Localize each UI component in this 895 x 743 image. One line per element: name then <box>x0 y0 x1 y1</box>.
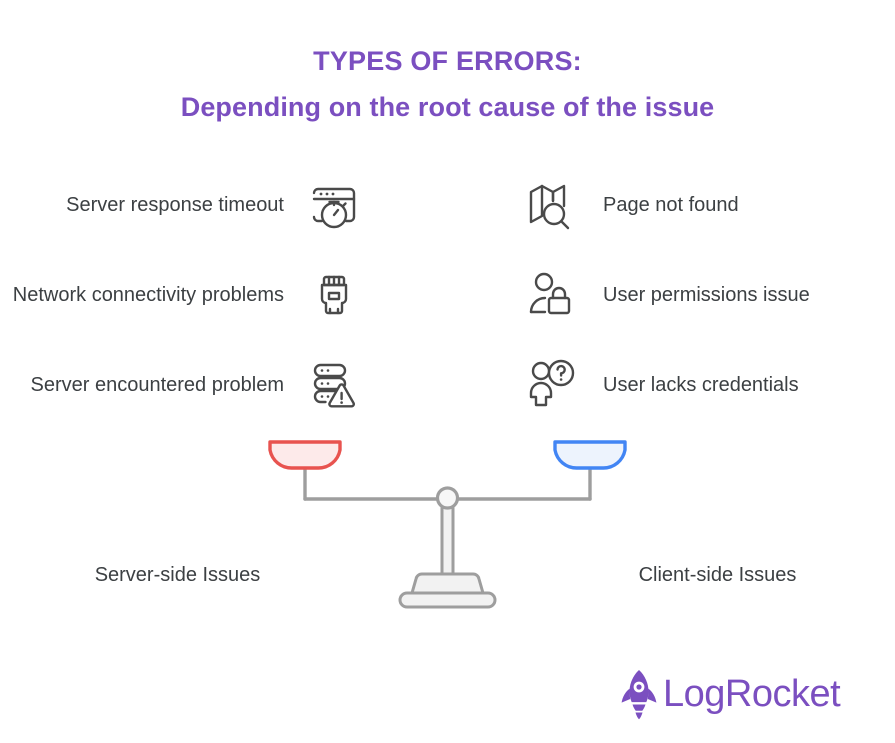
item-label: Network connectivity problems <box>12 283 284 306</box>
server-side-pan <box>268 440 342 470</box>
user-question-icon <box>515 349 587 421</box>
item-label: Server encountered problem <box>30 373 284 396</box>
map-search-icon <box>515 169 587 241</box>
logrocket-logo: LogRocket <box>617 668 841 720</box>
list-item-user-lacks-credentials: User lacks credentials <box>515 340 885 430</box>
browser-stopwatch-icon <box>298 169 370 241</box>
list-item-network-connectivity-problems: Network connectivity problems <box>10 250 370 340</box>
list-item-server-encountered-problem: Server encountered problem <box>10 340 370 430</box>
ethernet-plug-icon <box>298 259 370 331</box>
list-item-user-permissions-issue: User permissions issue <box>515 250 885 340</box>
logo-wordmark: LogRocket <box>663 673 841 715</box>
scale-foot <box>398 591 497 609</box>
scale-pivot <box>435 486 460 510</box>
title-line-1: TYPES OF ERRORS: <box>313 46 582 76</box>
page-title: TYPES OF ERRORS: Depending on the root c… <box>0 44 895 124</box>
title-line-2: Depending on the root cause of the issue <box>180 92 715 122</box>
rocket-icon <box>617 668 661 720</box>
server-warning-icon <box>298 349 370 421</box>
server-side-category-label: Server-side Issues <box>94 564 261 586</box>
client-side-pan <box>553 440 627 470</box>
balance-scale <box>265 432 630 617</box>
item-label: User permissions issue <box>603 283 810 306</box>
server-side-item-list: Server response timeout Networ <box>10 160 370 430</box>
client-side-item-list: Page not found User permissions issue <box>515 160 885 430</box>
client-side-category-label: Client-side Issues <box>638 564 797 586</box>
item-label: Page not found <box>603 193 739 216</box>
scale-base <box>410 572 485 595</box>
list-item-page-not-found: Page not found <box>515 160 885 250</box>
item-label: Server response timeout <box>66 193 284 216</box>
list-item-server-response-timeout: Server response timeout <box>10 160 370 250</box>
item-label: User lacks credentials <box>603 373 799 396</box>
scale-column <box>440 497 455 576</box>
user-lock-icon <box>515 259 587 331</box>
